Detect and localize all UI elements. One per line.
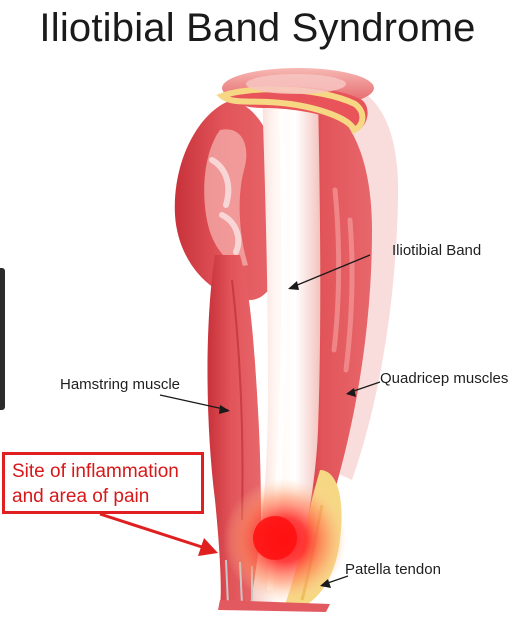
inflammation-callout: Site of inflammation and area of pain	[2, 452, 204, 514]
it-band-arrow	[289, 254, 371, 289]
page-title: Iliotibial Band Syndrome	[39, 6, 476, 50]
hamstring-arrow	[159, 394, 229, 411]
hamstring-label: Hamstring muscle	[60, 376, 181, 393]
callout-line-1: Site of inflammation	[12, 461, 179, 482]
quadricep-label: Quadricep muscles	[380, 370, 509, 387]
it-band-label: Iliotibial Band	[392, 242, 482, 259]
side-tab	[0, 268, 5, 410]
callout-arrow	[99, 512, 218, 556]
callout-line-2: and area of pain	[12, 486, 150, 507]
patella-label: Patella tendon	[345, 561, 441, 578]
